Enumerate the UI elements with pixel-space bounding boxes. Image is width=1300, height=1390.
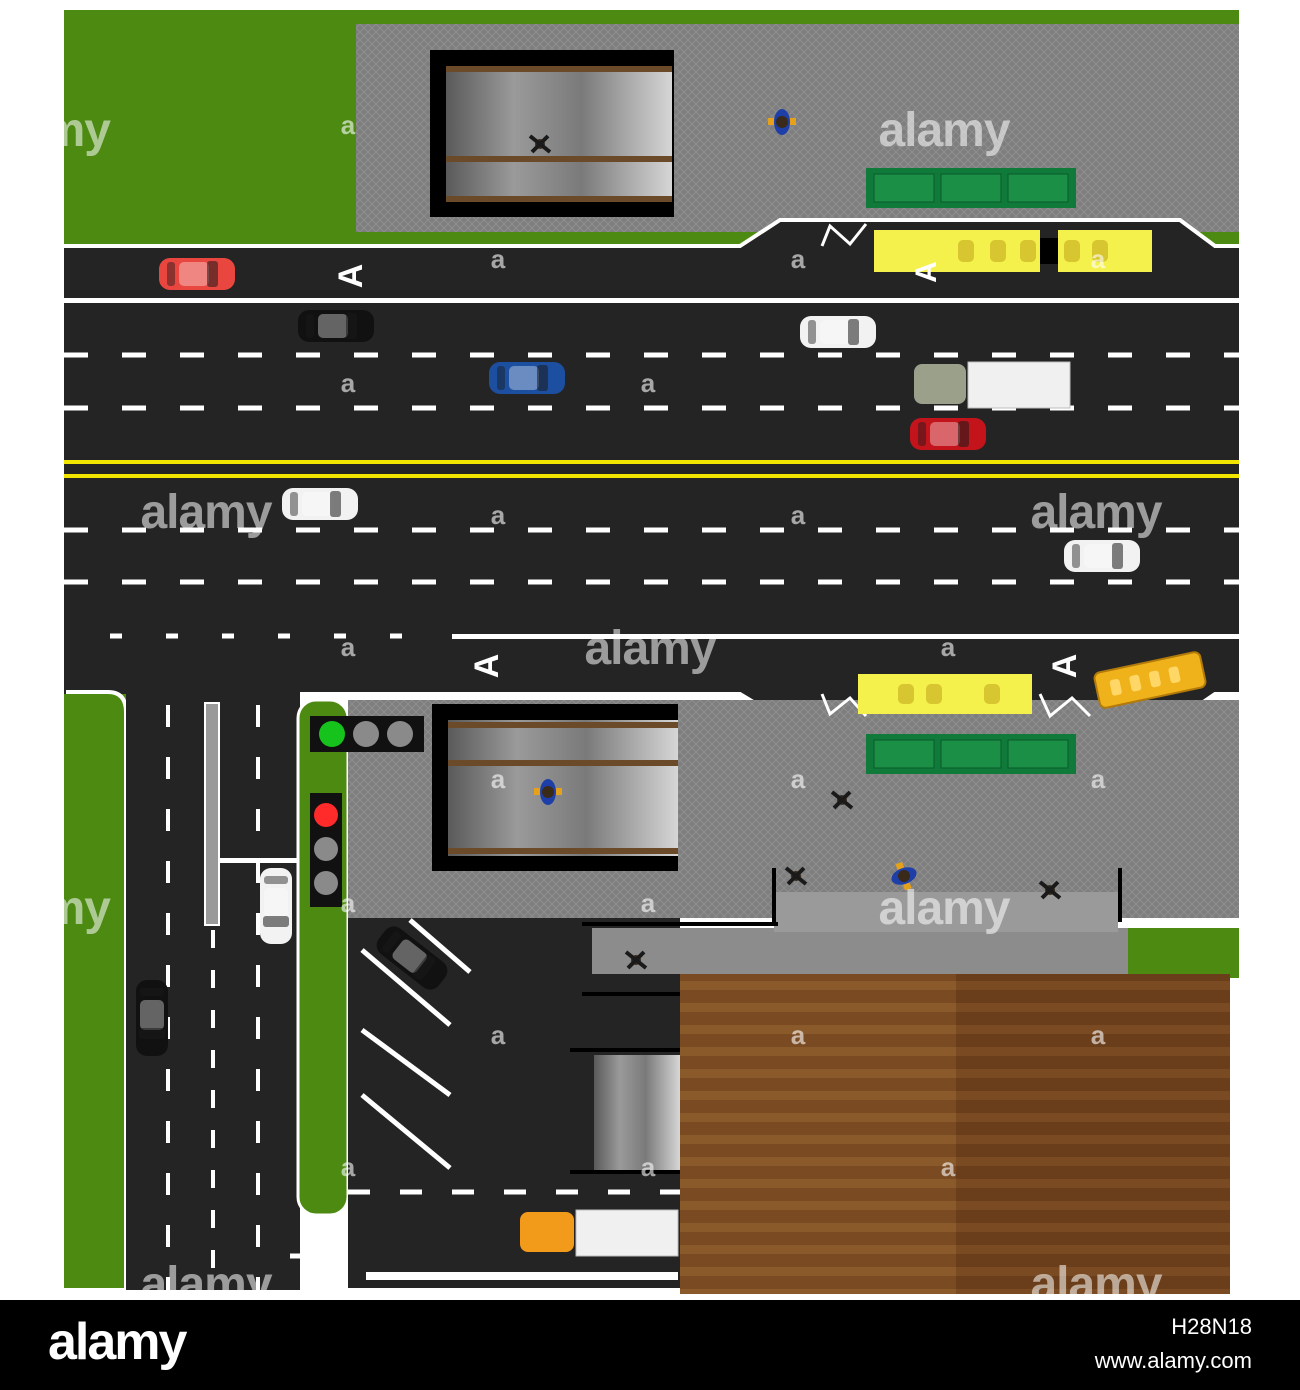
truck-icon [914, 361, 1071, 409]
watermark-mark: a [491, 244, 506, 274]
escalator-icon [430, 50, 674, 217]
watermark-brand: alamy [1030, 1258, 1162, 1300]
center-line-upper [64, 460, 1239, 464]
watermark-mark: a [341, 632, 356, 662]
watermark-mark: a [641, 368, 656, 398]
car-icon [298, 310, 374, 342]
car-icon [282, 488, 358, 520]
center-line-lower [64, 474, 1239, 478]
watermark-mark: a [641, 1152, 656, 1182]
footer-image-id: H28N18 [1171, 1314, 1252, 1339]
bus-shelter-icon [866, 734, 1076, 774]
car-icon [159, 258, 235, 290]
grass-park-top-left [64, 10, 356, 235]
bus-icon [874, 230, 1152, 272]
watermark-mark: a [791, 500, 806, 530]
bus-shelter-icon [866, 168, 1076, 208]
watermark-mark: a [791, 764, 806, 794]
watermark-mark: a [941, 1152, 956, 1182]
signal-green-light [319, 721, 345, 747]
lane-marking-letter: A [332, 264, 370, 289]
watermark-mark: a [1091, 1020, 1106, 1050]
escalator-icon [432, 704, 678, 871]
grass-lower-right [1128, 928, 1239, 978]
car-icon [260, 868, 292, 944]
watermark-brand: alamy [140, 486, 272, 539]
building-roof-left [680, 974, 956, 1294]
watermark-brand: alamy [0, 104, 111, 157]
traffic-light-icon [310, 793, 342, 907]
main-road [64, 244, 1239, 694]
watermark-mark: a [1091, 764, 1106, 794]
car-icon [489, 362, 565, 394]
truck-icon [520, 1209, 679, 1257]
grass-lower-left [64, 694, 126, 1288]
watermark-brand: alamy [878, 882, 1010, 935]
signal-red-light [314, 803, 338, 827]
car-icon [136, 980, 168, 1056]
lane-marking-letter: A [910, 261, 943, 283]
bus-icon [1093, 651, 1207, 709]
ramp [594, 1055, 680, 1170]
watermark-mark: a [491, 764, 506, 794]
lane-marking-letter: A [468, 654, 506, 679]
lane-line-top [64, 298, 1239, 303]
footer-url: www.alamy.com [1094, 1348, 1252, 1373]
watermark-brand: alamy [584, 622, 716, 675]
watermark-mark: a [341, 368, 356, 398]
watermark-mark: a [791, 1020, 806, 1050]
watermark-mark: a [341, 888, 356, 918]
watermark-mark: a [341, 1152, 356, 1182]
building-steps [592, 928, 1128, 974]
lane-marking-letter: A [1046, 654, 1084, 679]
watermark-mark: a [1091, 244, 1106, 274]
watermark-brand: alamy [0, 882, 111, 935]
watermark-mark: a [941, 632, 956, 662]
car-icon [910, 418, 986, 450]
watermark-mark: a [641, 888, 656, 918]
building-roof-right [956, 974, 1230, 1294]
watermark-mark: a [491, 1020, 506, 1050]
grass-border-top [64, 10, 1239, 26]
street-map-illustration: A A A A alamy alamy alamy al [0, 10, 1239, 1300]
car-icon [800, 316, 876, 348]
watermark-mark: a [491, 500, 506, 530]
watermark-brand: alamy [878, 104, 1010, 157]
traffic-light-icon [310, 716, 424, 752]
footer-brand-logo: alamy [48, 1313, 187, 1371]
watermark-mark: a [791, 244, 806, 274]
grass-median [296, 698, 350, 1217]
car-icon [1064, 540, 1140, 572]
bus-icon [858, 674, 1032, 714]
median-barrier [204, 702, 220, 926]
watermark-brand: alamy [140, 1258, 272, 1300]
lane-line-bus-lower [452, 634, 1239, 639]
stock-footer-bar: alamy H28N18 www.alamy.com [0, 1300, 1300, 1390]
watermark-mark: a [341, 110, 356, 140]
watermark-brand: alamy [1030, 486, 1162, 539]
stop-line [219, 858, 299, 863]
